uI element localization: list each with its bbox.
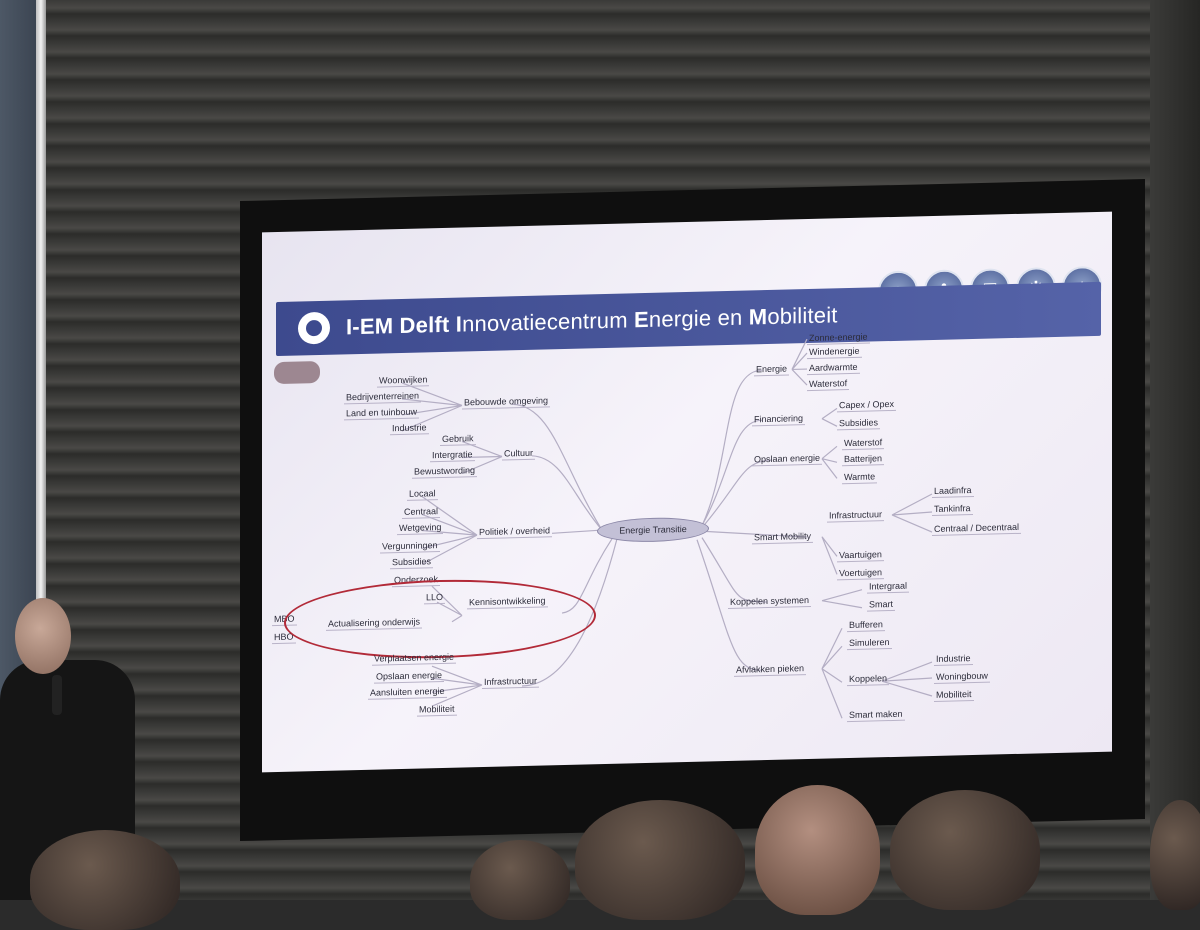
node-verplaatsen-energie: Verplaatsen energie: [372, 651, 457, 666]
wall-pipe: [36, 0, 46, 600]
node-waterstof-opslag: Waterstof: [842, 437, 885, 451]
node-aardwarmte: Aardwarmte: [807, 361, 860, 376]
node-bebouwde-omgeving: Bebouwde omgeving: [462, 395, 551, 410]
node-wetgeving: Wetgeving: [397, 521, 444, 536]
node-laadinfra: Laadinfra: [932, 484, 974, 499]
node-voertuigen: Voertuigen: [837, 567, 885, 581]
node-smart-maken: Smart maken: [847, 708, 905, 723]
node-zonne-energie: Zonne-energie: [807, 331, 870, 346]
node-opslaan-energie-right: Opslaan energie: [752, 452, 823, 467]
node-gebruik: Gebruik: [440, 433, 476, 447]
node-intergraal: Intergraal: [867, 580, 910, 594]
node-simuleren: Simuleren: [847, 637, 892, 651]
audience-head: [575, 800, 745, 920]
audience-head: [890, 790, 1040, 910]
node-bedrijventerreinen: Bedrijventerreinen: [344, 390, 422, 405]
node-industrie-right: Industrie: [934, 653, 973, 666]
node-afvlakken-pieken: Afvlakken pieken: [734, 663, 807, 677]
node-opslaan-energie-left: Opslaan energie: [374, 669, 445, 684]
node-intergratie: Intergratie: [430, 449, 475, 463]
node-smart: Smart: [867, 598, 896, 612]
node-koppelen-systemen: Koppelen systemen: [728, 594, 812, 609]
audience-head: [755, 785, 880, 915]
node-vaartuigen: Vaartuigen: [837, 549, 884, 563]
node-vergunningen: Vergunningen: [380, 540, 440, 554]
node-capex-opex: Capex / Opex: [837, 398, 897, 413]
speaker-head: [15, 598, 71, 674]
node-woonwijken: Woonwijken: [377, 374, 430, 388]
audience-head: [30, 830, 180, 930]
node-politiek-overheid: Politiek / overheid: [477, 525, 553, 540]
node-financiering: Financiering: [752, 413, 806, 427]
node-mobiliteit-left: Mobiliteit: [417, 703, 457, 717]
node-woningbouw: Woningbouw: [934, 670, 990, 684]
right-wall-panel: [1150, 0, 1200, 900]
node-infrastructuur-left: Infrastructuur: [482, 675, 540, 690]
mindmap-branches: [401, 338, 933, 719]
node-koppelen: Koppelen: [847, 673, 890, 687]
node-energie: Energie: [754, 363, 790, 377]
node-infrastructuur-right: Infrastructuur: [827, 509, 885, 523]
node-waterstof-energie: Waterstof: [807, 378, 850, 392]
audience-head: [470, 840, 570, 920]
node-land-en-tuinbouw: Land en tuinbouw: [344, 406, 420, 421]
node-tankinfra: Tankinfra: [932, 503, 973, 517]
mindmap: Bebouwde omgeving Woonwijken Bedrijvente…: [262, 331, 1112, 773]
node-batterijen: Batterijen: [842, 453, 885, 467]
node-bufferen: Bufferen: [847, 619, 885, 633]
node-aansluiten-energie: Aansluiten energie: [368, 685, 447, 700]
node-bewustwording: Bewustwording: [412, 465, 478, 479]
node-locaal: Locaal: [407, 488, 438, 501]
node-centraal-decentraal: Centraal / Decentraal: [932, 521, 1022, 537]
node-subsidies-right: Subsidies: [837, 417, 881, 431]
node-centraal: Centraal: [402, 506, 441, 519]
projection-screen: ● ✿ ▣ ✱ ▲ I-EM Delft Innovatiecentrum En…: [262, 211, 1112, 773]
node-mobiliteit-right: Mobiliteit: [934, 688, 974, 702]
cartoon-illustration: [274, 360, 320, 385]
slide-title: I-EM Delft Innovatiecentrum Energie en M…: [346, 302, 838, 340]
microphone: [52, 675, 62, 715]
node-industrie: Industrie: [390, 422, 429, 436]
audience-head: [1150, 800, 1200, 910]
node-smart-mobility: Smart Mobility: [752, 530, 814, 545]
node-cultuur: Cultuur: [502, 447, 536, 461]
node-warmte: Warmte: [842, 471, 878, 485]
node-subsidies-left: Subsidies: [390, 556, 434, 570]
iem-logo-icon: [298, 311, 330, 345]
node-windenergie: Windenergie: [807, 345, 862, 360]
